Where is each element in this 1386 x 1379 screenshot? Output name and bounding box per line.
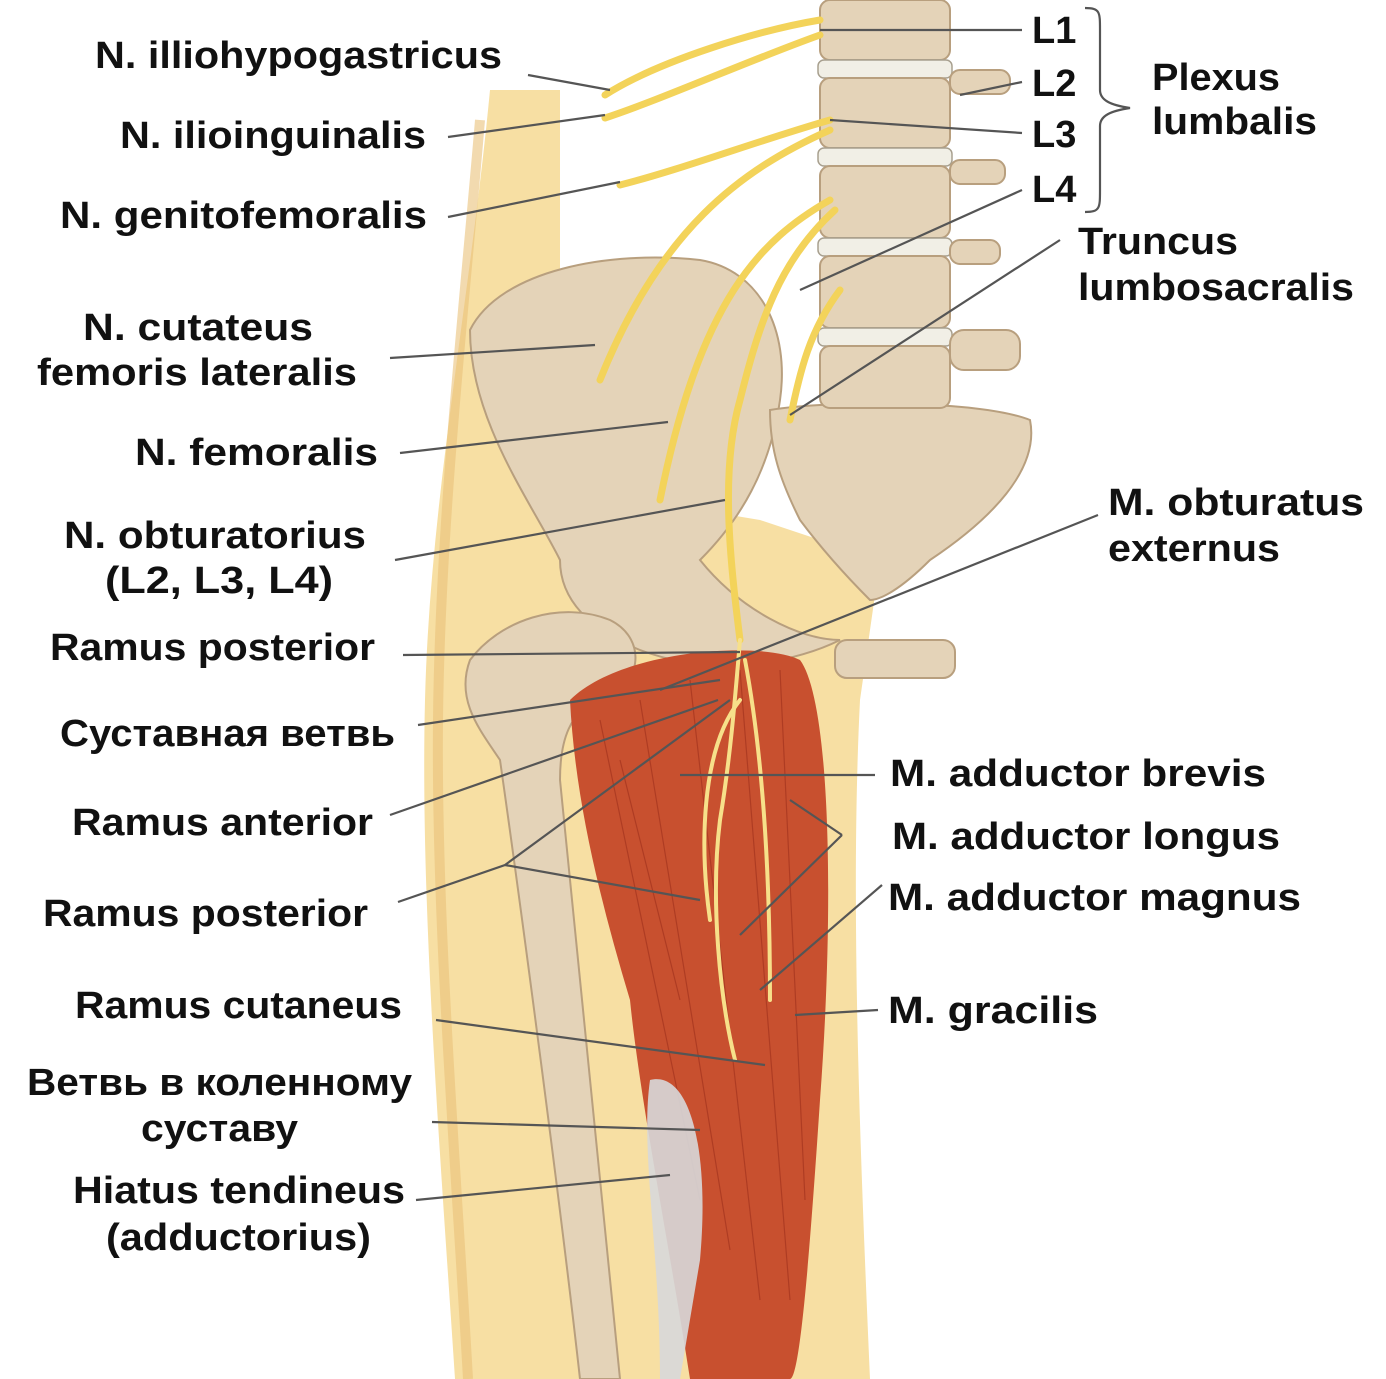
label-l2: L2: [1032, 63, 1076, 105]
sacrum: [768, 402, 1033, 602]
label-adductor-magnus: M. adductor magnus: [888, 877, 1301, 919]
leader-lines: [389, 6, 1131, 1202]
label-n-ilioinguinalis: N. ilioinguinalis: [120, 115, 426, 157]
nerves: [596, 16, 844, 1062]
label-adductor-longus: M. adductor longus: [892, 816, 1280, 858]
plexus-brace: [1084, 6, 1131, 214]
label-knee-branch-line2: суставу: [141, 1108, 298, 1150]
label-ramus-anterior: Ramus anterior: [72, 802, 373, 844]
label-truncus-line2: lumbosacralis: [1078, 267, 1354, 309]
label-hiatus-line2: (adductorius): [106, 1217, 371, 1259]
label-plexus-line2: lumbalis: [1152, 101, 1317, 143]
label-ramus-posterior-upper: Ramus posterior: [50, 627, 375, 669]
label-l3: L3: [1032, 114, 1076, 156]
label-ramus-cutaneus: Ramus cutaneus: [75, 985, 402, 1027]
label-adductor-brevis: M. adductor brevis: [890, 753, 1266, 795]
label-l1: L1: [1032, 10, 1076, 52]
label-gracilis: M. gracilis: [888, 990, 1098, 1032]
label-n-cutaneus-line1: N. cutateus: [83, 307, 313, 349]
lumbar-spine: [817, 0, 1021, 409]
label-n-obturatorius-line2: (L2, L3, L4): [105, 560, 333, 602]
label-ramus-posterior-lower: Ramus posterior: [43, 893, 368, 935]
femur: [464, 611, 637, 1379]
label-n-femoralis: N. femoralis: [135, 432, 378, 474]
label-plexus-line1: Plexus: [1152, 57, 1280, 99]
label-obturatus-line2: externus: [1108, 528, 1280, 570]
label-l4: L4: [1032, 169, 1076, 211]
label-obturatus-line1: M. obturatus: [1108, 482, 1364, 524]
label-knee-branch-line1: Ветвь в коленному: [27, 1062, 412, 1104]
label-n-iliohypogastricus: N. illiohypogastricus: [95, 35, 502, 77]
label-n-obturatorius-line1: N. obturatorius: [64, 515, 366, 557]
label-n-cutaneus-line2: femoris lateralis: [37, 352, 357, 394]
label-articular-branch: Суставная ветвь: [60, 713, 395, 755]
label-hiatus-line1: Hiatus tendineus: [73, 1170, 405, 1212]
label-n-genitofemoralis: N. genitofemoralis: [60, 195, 427, 237]
label-truncus-line1: Truncus: [1078, 221, 1238, 263]
